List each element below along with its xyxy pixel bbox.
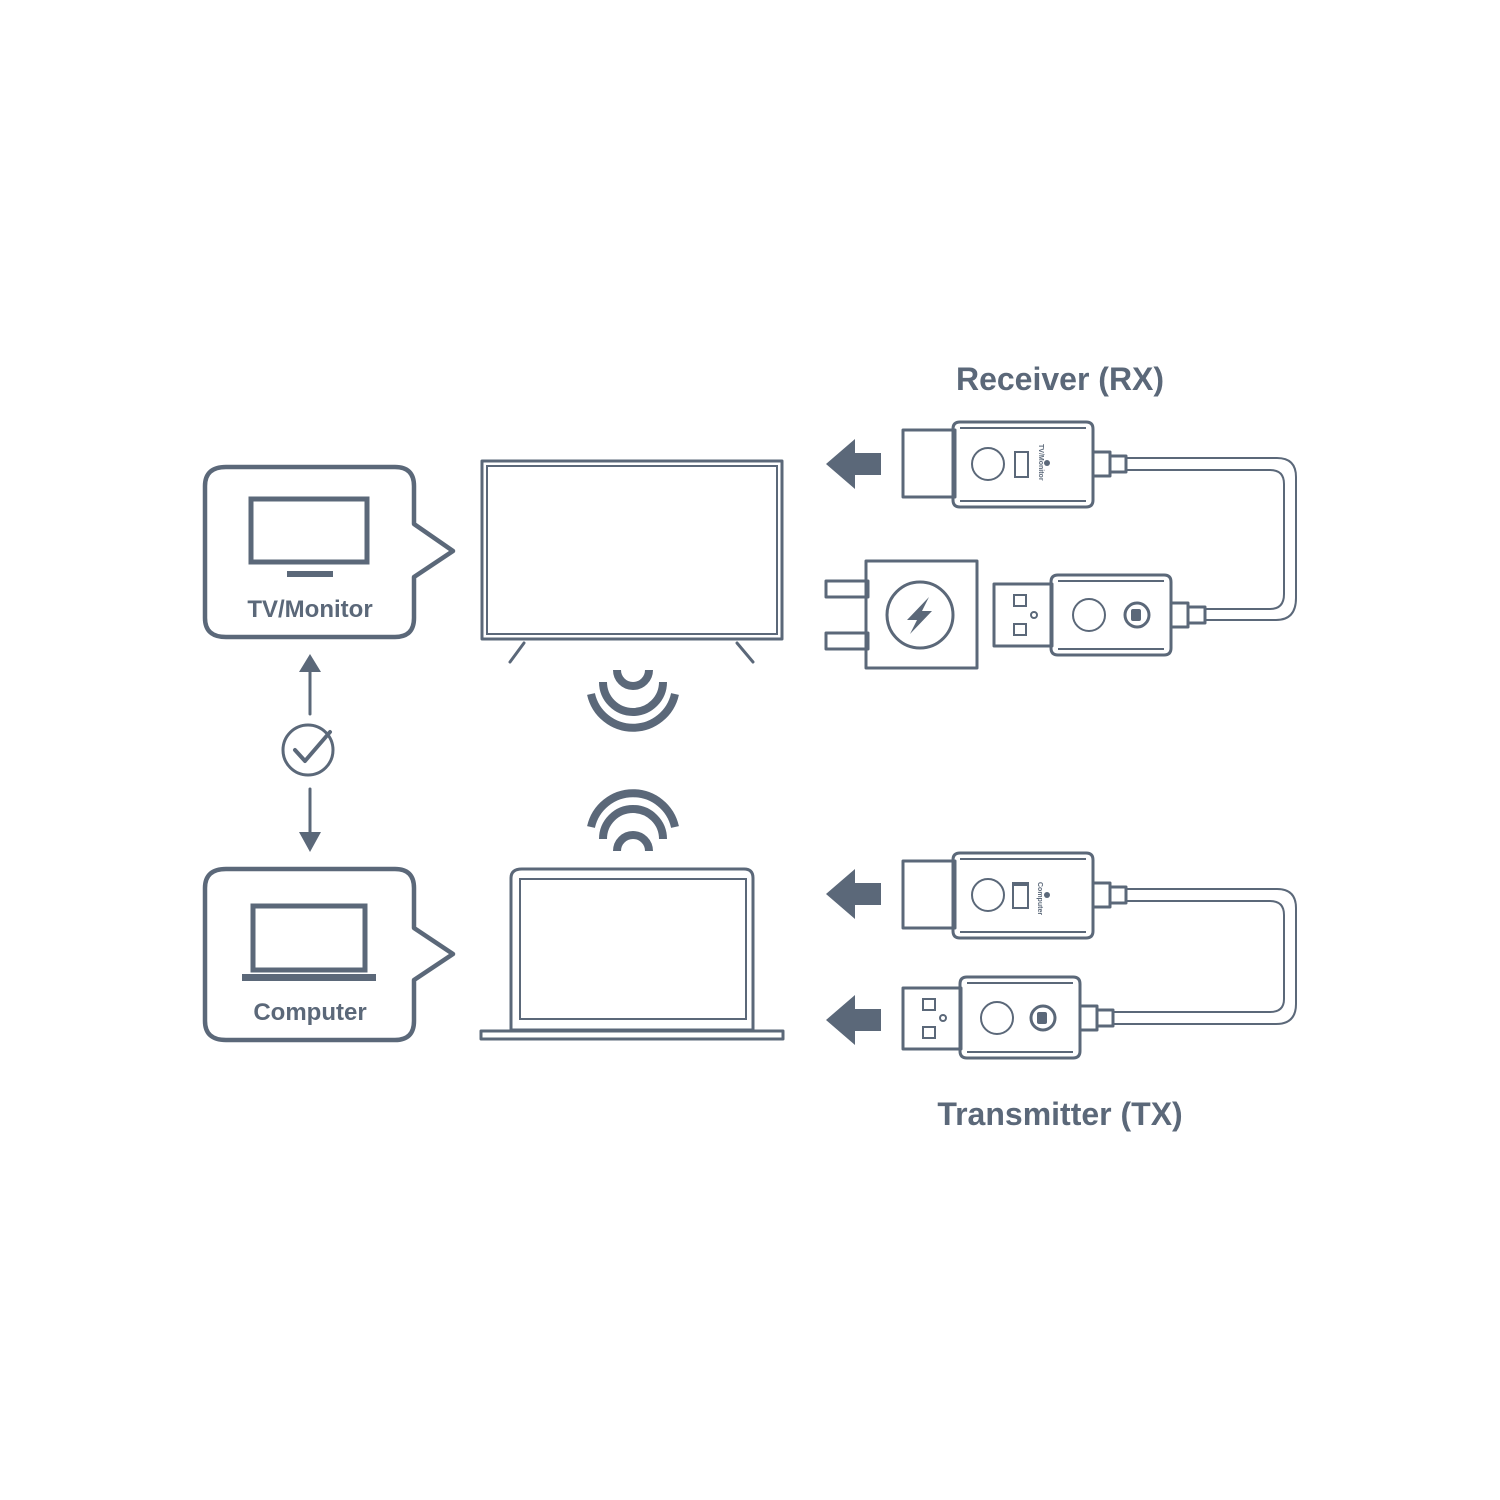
power-plug-icon	[1123, 601, 1151, 629]
arrow-up-icon	[299, 654, 321, 716]
arrow-left-icon	[826, 439, 881, 489]
lightning-bolt-icon	[907, 597, 932, 634]
transmitter-cable	[1113, 888, 1297, 1025]
laptop-device	[479, 867, 785, 1041]
wifi-signal-icon	[587, 789, 679, 852]
arrow-left-icon	[826, 869, 881, 919]
wifi-signal-icon	[587, 669, 679, 732]
power-plug-icon	[1029, 1004, 1057, 1032]
tv-monitor-callout: TV/Monitor	[202, 464, 456, 640]
receiver-usb-plug	[992, 573, 1207, 657]
power-adapter-icon	[824, 559, 979, 670]
arrow-down-icon	[299, 787, 321, 852]
arrow-left-icon	[826, 995, 881, 1045]
tv-icon	[248, 496, 370, 577]
computer-callout: Computer	[202, 866, 456, 1043]
check-circle-icon	[281, 723, 335, 777]
link-connector	[281, 654, 335, 852]
rx-dongle-print: TV/Monitor	[1037, 444, 1044, 481]
tv-monitor-label: TV/Monitor	[247, 596, 372, 623]
tx-dongle-print: Computer	[1036, 882, 1043, 915]
receiver-hdmi-dongle: TV/Monitor	[901, 420, 1128, 509]
laptop-icon	[242, 903, 376, 981]
transmitter-hdmi-dongle: Computer	[901, 851, 1128, 940]
transmitter-usb-plug	[901, 975, 1115, 1060]
receiver-cable	[1126, 457, 1297, 621]
transmitter-title: Transmitter (TX)	[937, 1096, 1182, 1132]
receiver-title: Receiver (RX)	[956, 361, 1164, 397]
computer-label: Computer	[253, 999, 366, 1026]
tv-monitor-device	[480, 459, 784, 664]
